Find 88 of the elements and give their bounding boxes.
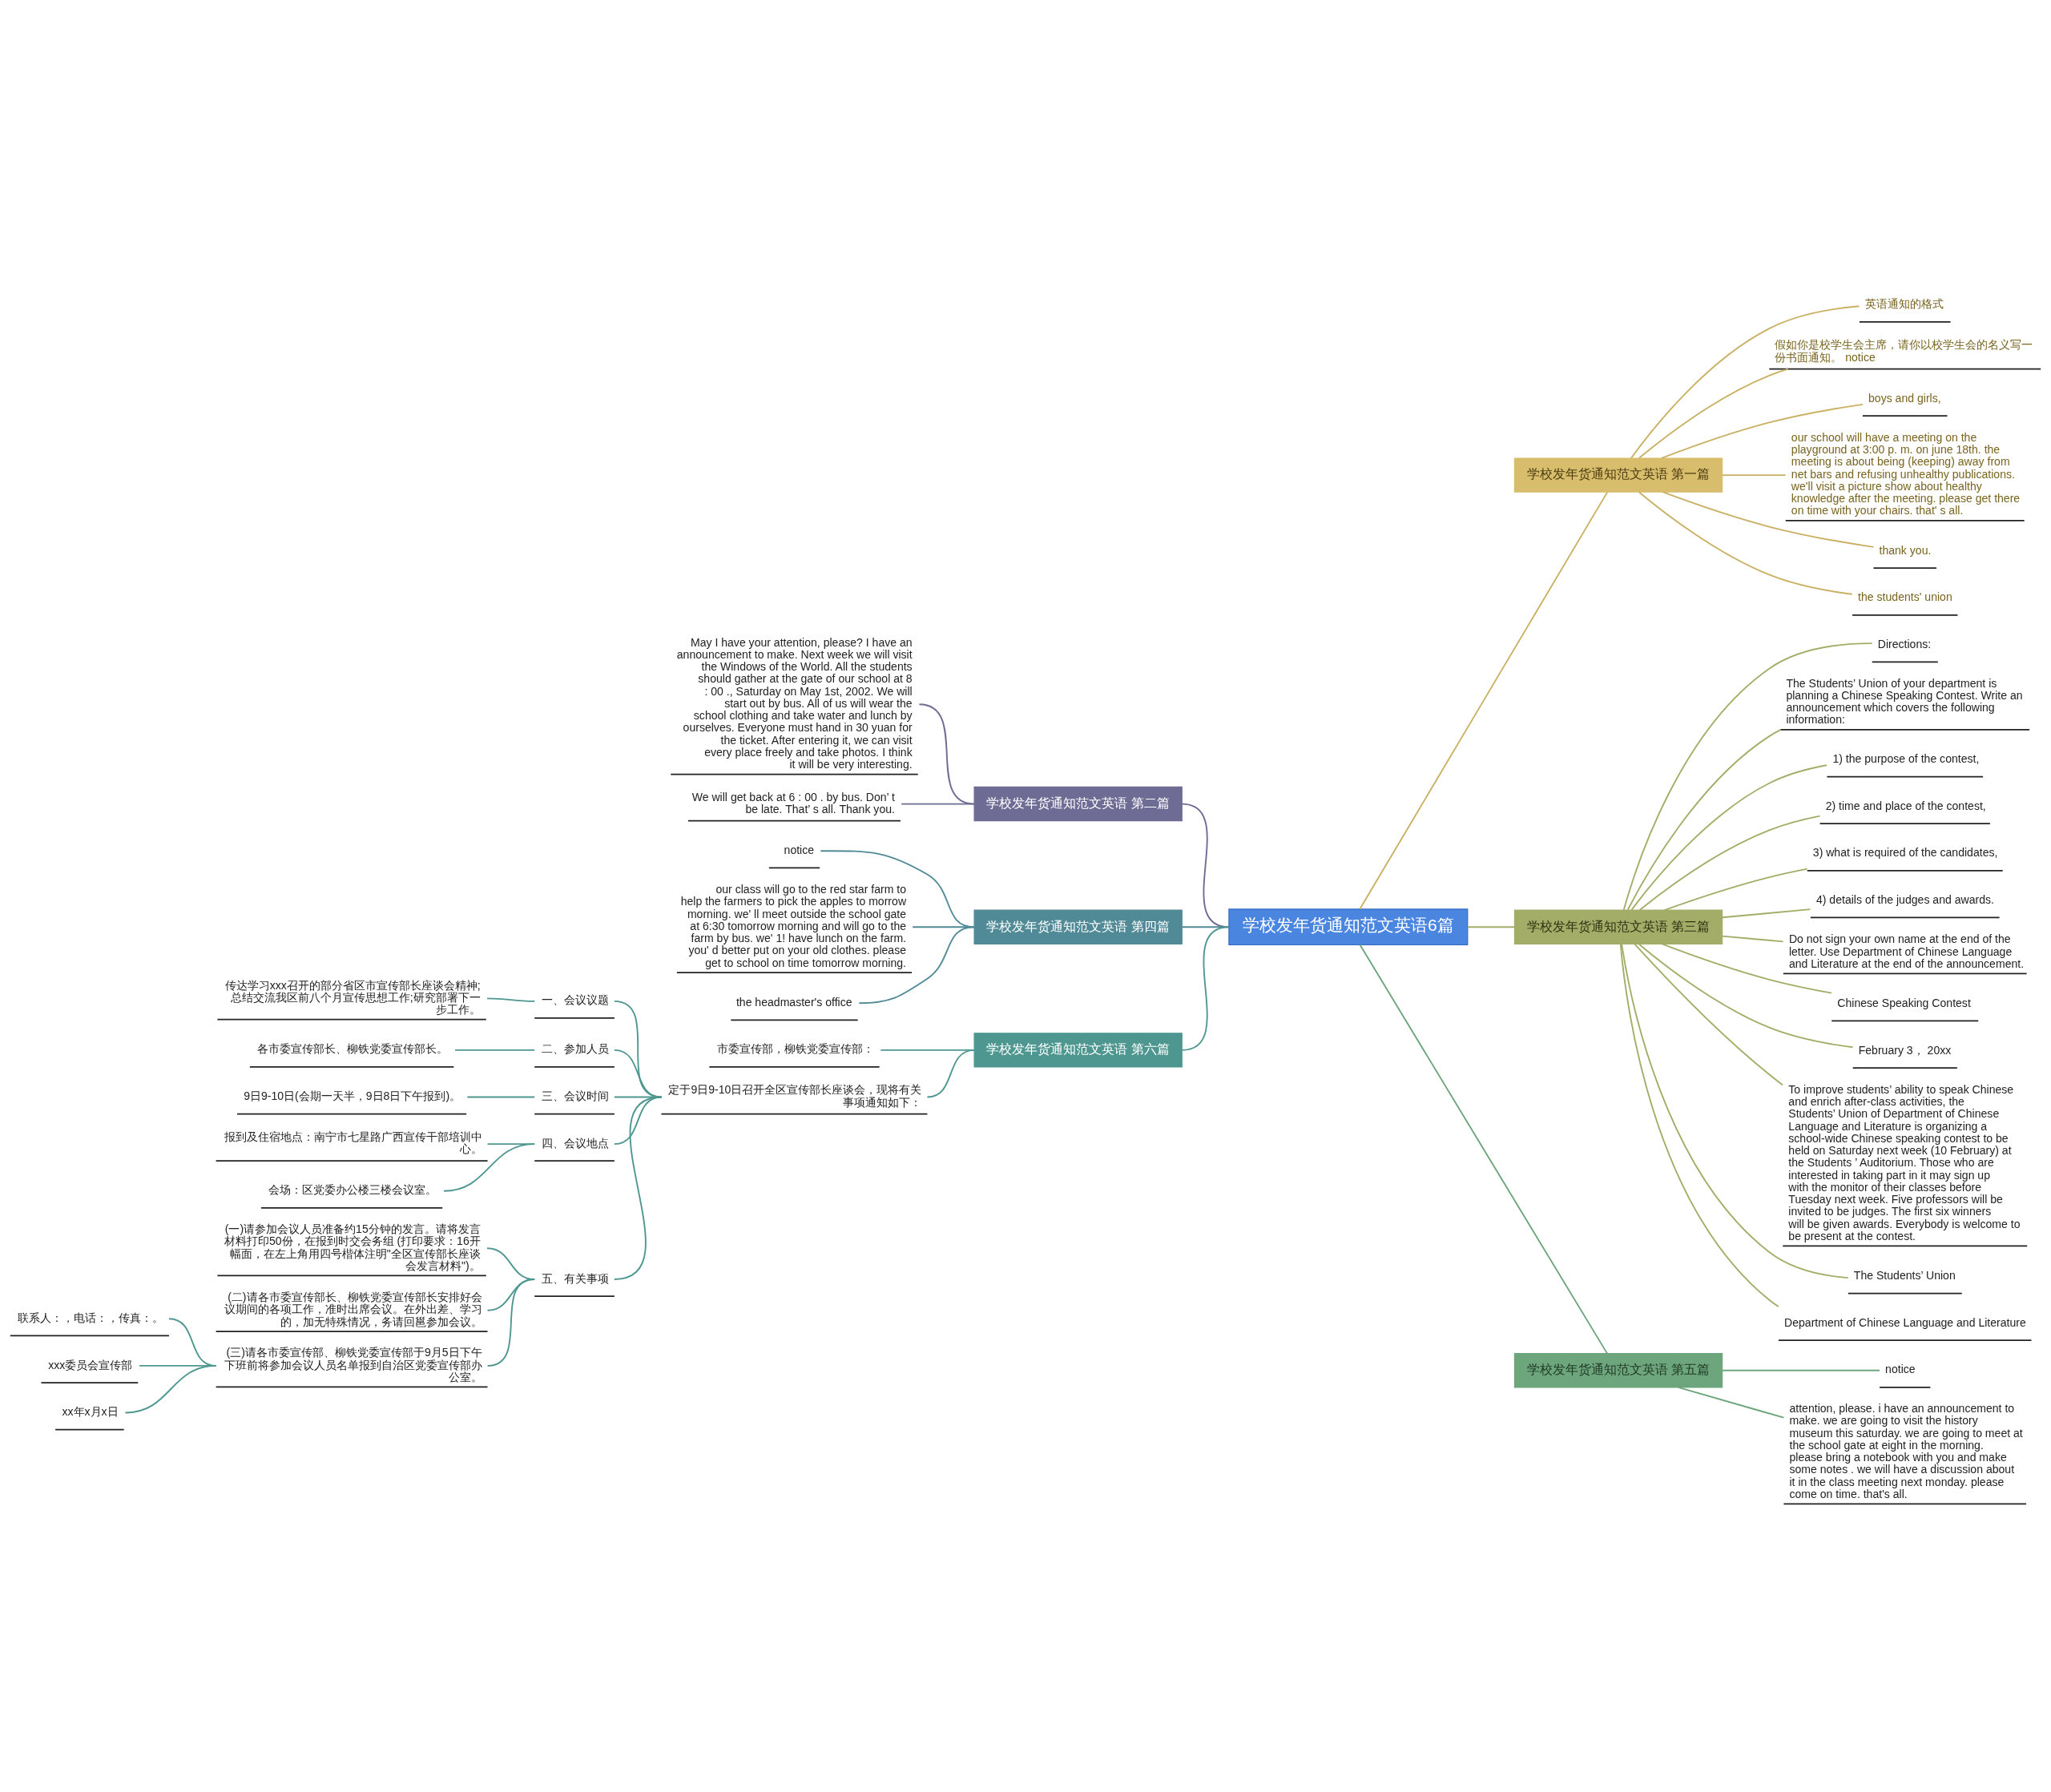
node-text: 五、有关事项 — [541, 1271, 609, 1285]
connector — [1359, 491, 1609, 910]
node-text: 定于9日9-10日召开全区宣传部长座谈会，现将有关事项通知如下： — [668, 1083, 922, 1109]
node-text: xxx委员会宣传部 — [48, 1358, 133, 1371]
connector — [1661, 943, 1832, 994]
connector — [486, 1279, 536, 1367]
node-text: the headmaster's office — [735, 995, 852, 1009]
node-text: 三、会议时间 — [541, 1089, 609, 1103]
connector — [1630, 305, 1860, 459]
node-text: 1) the purpose of the contest, — [1832, 752, 1980, 766]
connector — [1622, 642, 1873, 911]
node-text: 各市委宣传部长、柳铁党委宣传部长。 — [257, 1042, 449, 1056]
node-text: thank you. — [1879, 543, 1932, 557]
connector — [1359, 944, 1608, 1355]
node-text: February 3， 20xx — [1858, 1043, 1952, 1057]
node-text: We will get back at 6 : 00 . by bus. Don’ t be late. That’ s all. Thank you. — [691, 790, 895, 815]
node-text: our class will go to the red star farm to help the farmers to pick the apples to morrow morning. we' ll meet outside the school gate at 6:30 tomorrow morning and will go to the farm by bus. we' 1! have lunch on the farm. you' d better put on your old clothes. please get to school on time tomorrow morning. — [680, 883, 907, 969]
node-text: 3) what is required of the candidates, — [1812, 846, 1998, 860]
node-box: 学校发年货通知范文英语 第三篇 — [1513, 909, 1723, 944]
node-text: boys and girls, — [1868, 391, 1941, 405]
connector — [1722, 1369, 1880, 1371]
connector — [443, 1143, 536, 1192]
connector — [918, 703, 975, 805]
connector — [1663, 868, 1808, 911]
connector — [1638, 943, 1854, 1049]
node-text: May I have your attention, please? I have an announcement to make. Next week we will visit the Windows of the World. All the students should gather at the gate of our school at 8 : 00 ., Saturday on May 1st, 2002. We will start out by bus. All of us will wear the school clothing and take water and lunch by ourselves. Everyone must hand in 30 yuan for the ticket. After entering it, we can visit every place freely and take photos. I think it will be very interesting. — [676, 635, 913, 771]
node-text: Chinese Speaking Contest — [1837, 997, 1971, 1010]
node-text: 一、会议议题 — [541, 993, 609, 1007]
node-text: Directions: — [1877, 638, 1932, 650]
connector — [1638, 491, 1853, 595]
node-text: 报到及住宿地点：南宁市七星路广西宣传干部培训中心。 — [224, 1130, 482, 1156]
connector — [1626, 729, 1781, 911]
connector — [454, 1049, 536, 1051]
node-box: 学校发年货通知范文英语 第一篇 — [1513, 457, 1723, 493]
node-text: Department of Chinese Language and Literature — [1784, 1315, 2026, 1329]
node-text: (二)请各市委宣传部长、柳铁党委宣传部长安排好会议期间的各项工作，准时出席会议。在外出差、学习的，加无特殊情况，务请回邕参加会议。 — [224, 1291, 482, 1328]
node-text: 4) details of the judges and awards. — [1815, 893, 1994, 906]
node-text: 假如你是校学生会主席，请你以校学生会的名义写一份书面通知。 notice — [1775, 338, 2033, 364]
node-box: 学校发年货通知范文英语 第四篇 — [973, 909, 1183, 944]
connector — [1638, 368, 1789, 459]
node-text: 联系人：，电话：，传真：。 — [17, 1311, 163, 1324]
node-text: 市委宣传部，柳铁党委宣传部： — [716, 1042, 874, 1056]
node-text: notice — [1885, 1363, 1916, 1376]
node-text: (一)请参加会议人员准备约15分钟的发言。请将发言材料打印50份，在报到时交会务组 (打印要求：16开幅面，在左上角用四号楷体注明"全区宣传部长座谈会发言材料")。 — [224, 1222, 481, 1272]
connector — [486, 997, 536, 1002]
connector — [613, 1096, 663, 1146]
node-text: our school will have a meeting on the playground at 3:00 p. m. on june 18th. the meeting is about being (keeping) away from net bars and refusing unhealthy publications. we'll visit a picture show about healthy knowledge after the meeting. please get there on time with your chairs. that' s all. — [1791, 430, 2021, 517]
connector — [613, 1096, 663, 1280]
connector — [926, 1049, 975, 1098]
connector — [1621, 943, 1849, 1279]
connector — [1619, 943, 1779, 1307]
connector — [1634, 943, 1784, 1086]
node-text: 传达学习xxx召开的部分省区市宣传部长座谈会精神;总结交流我区前八个月宣传思想工作;研究部署下一步工作。 — [224, 978, 481, 1017]
node-text: attention, please. i have an announcement to make. we are going to visit the history museum this saturday. we are going to meet at the school gate at eight in the morning. please bring a notebook with you and make some notes . we will have a discussion about it in the class meeting next monday. please come on time. that's all. — [1789, 1402, 2023, 1500]
connector — [1722, 935, 1784, 943]
node-box: 学校发年货通知范文英语 第六篇 — [973, 1033, 1183, 1068]
connector — [1677, 1387, 1785, 1419]
connector — [1181, 926, 1230, 1051]
node-text: the students' union — [1858, 590, 1952, 604]
node-text: (三)请各市委宣传部、柳铁党委宣传部于9月5日下午下班前将参加会议人员名单报到自治区党委宣传部办公室。 — [224, 1346, 482, 1383]
node-text: xx年x月x日 — [62, 1405, 119, 1419]
node-text: The Students’ Union of your department is planning a Chinese Speaking Contest. Write an announcement which covers the following information: — [1786, 676, 2023, 727]
node-box: 学校发年货通知范文英语 第二篇 — [973, 786, 1183, 822]
node-text: 2) time and place of the contest, — [1825, 799, 1986, 812]
node-text: 二、参加人员 — [541, 1042, 609, 1056]
node-text: 9日9-10日(会期一天半，9日8日下午报到)。 — [244, 1089, 461, 1103]
node-box: 学校发年货通知范文英语 第五篇 — [1513, 1353, 1723, 1388]
node-text: 会场：区党委办公楼三楼会议室。 — [268, 1183, 437, 1197]
node-text: 英语通知的格式 — [1864, 297, 1944, 311]
connector — [858, 926, 975, 1005]
node-box: 学校发年货通知范文英语6篇 — [1228, 908, 1469, 946]
connector — [1630, 764, 1827, 911]
connector — [1662, 491, 1875, 548]
node-text: To improve students’ ability to speak Chinese and enrich after-class activities, the Students’ Union of Department of Chinese Language and Literature is organizing a school-wide Chinese speaking contest to be held on Saturday next week (10 February) at the Students ’ Auditorium. Those who are interested in taking part in it may sign up with the monitor of their classes before Tuesday next week. Five professors will be invited to be judges. The first six winners will be given awards. Everybody is welcome to be present at the contest. — [1788, 1082, 2021, 1242]
connector — [1661, 403, 1864, 459]
connector — [124, 1364, 217, 1414]
connector — [1466, 926, 1516, 928]
connector — [901, 803, 975, 805]
connector — [1722, 474, 1787, 477]
connector — [1638, 815, 1821, 911]
connector — [466, 1096, 536, 1098]
connector — [613, 1049, 663, 1098]
connector — [613, 1000, 663, 1098]
connector — [1722, 908, 1811, 919]
node-text: The Students’ Union — [1853, 1269, 1956, 1283]
node-text: Do not sign your own name at the end of the letter. Use Department of Chinese Language and Literature at the end of the announcement. — [1788, 932, 2025, 970]
node-text: 四、会议地点 — [541, 1136, 609, 1150]
node-text: notice — [784, 843, 815, 856]
